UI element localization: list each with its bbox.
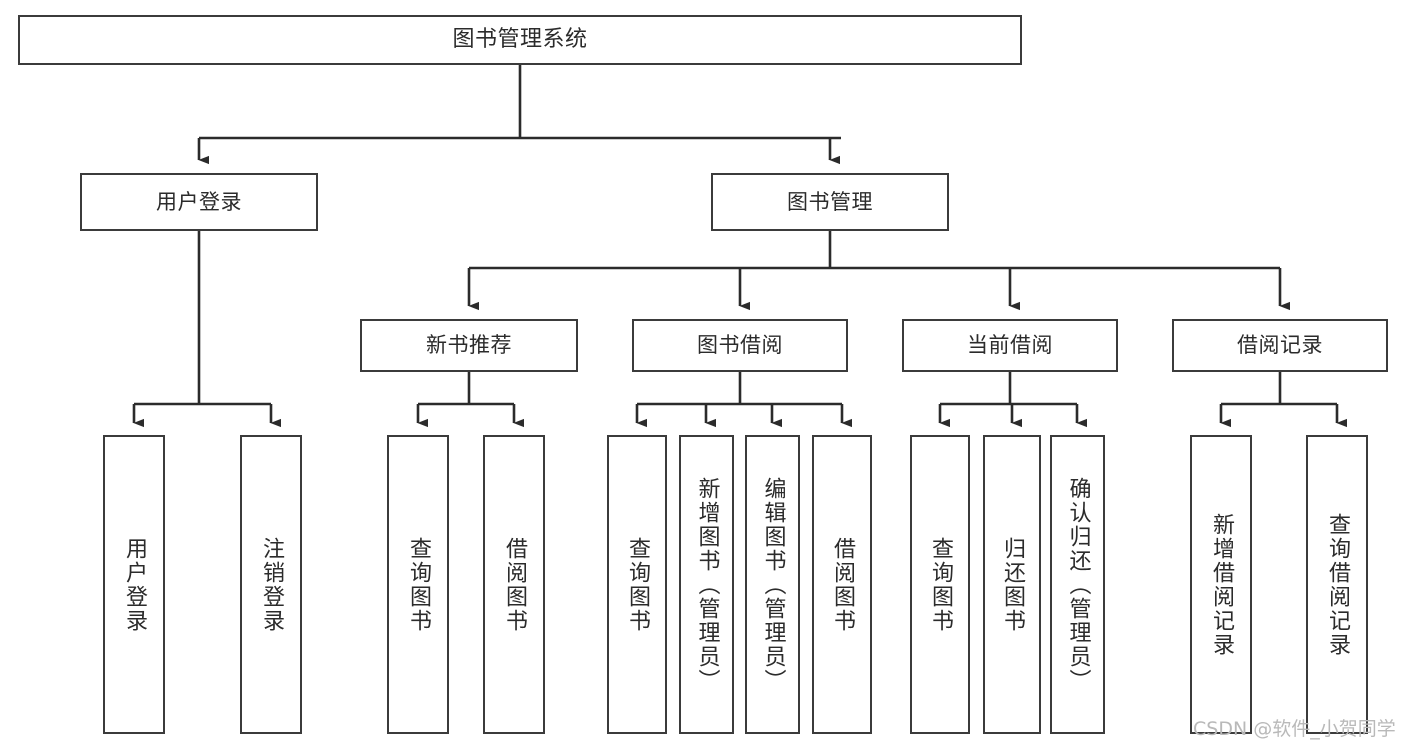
leaf-node[interactable]: 用户登录 <box>103 435 165 734</box>
edges-records-to-leaves <box>1219 372 1348 428</box>
node-book-borrow[interactable]: 图书借阅 <box>632 319 848 372</box>
edges-newbook-to-leaves <box>416 372 525 428</box>
leaf-node-label: 新增借阅记录 <box>1208 512 1234 657</box>
leaf-node-label: 编辑图书（管理员） <box>760 476 786 693</box>
leaf-node[interactable]: 查询图书 <box>607 435 667 734</box>
leaf-node[interactable]: 新增借阅记录 <box>1190 435 1252 734</box>
edges-user-login-to-leaves <box>132 231 282 428</box>
leaf-node[interactable]: 新增图书（管理员） <box>679 435 734 734</box>
node-user-login[interactable]: 用户登录 <box>80 173 318 231</box>
leaf-node-label: 归还图书 <box>999 536 1025 633</box>
node-root-label: 图书管理系统 <box>452 27 588 53</box>
edges-root-to-level2 <box>197 65 841 165</box>
leaf-node[interactable]: 编辑图书（管理员） <box>745 435 800 734</box>
node-book-borrow-label: 图书借阅 <box>697 333 783 358</box>
leaf-node-label: 用户登录 <box>121 536 147 633</box>
leaf-node-label: 借阅图书 <box>829 536 855 633</box>
node-current-borrow-label: 当前借阅 <box>967 333 1053 358</box>
node-book-management[interactable]: 图书管理 <box>711 173 949 231</box>
leaf-node-label: 查询借阅记录 <box>1324 512 1350 657</box>
edges-book-mgmt-to-level3 <box>467 231 1291 311</box>
edges-borrow-to-leaves <box>635 372 853 428</box>
leaf-node[interactable]: 确认归还（管理员） <box>1050 435 1105 734</box>
node-root[interactable]: 图书管理系统 <box>18 15 1022 65</box>
node-borrow-records[interactable]: 借阅记录 <box>1172 319 1388 372</box>
leaf-node-label: 查询图书 <box>405 536 431 633</box>
node-current-borrow[interactable]: 当前借阅 <box>902 319 1118 372</box>
leaf-node[interactable]: 注销登录 <box>240 435 302 734</box>
leaf-node[interactable]: 归还图书 <box>983 435 1041 734</box>
edges-current-to-leaves <box>938 372 1088 428</box>
leaf-node[interactable]: 查询图书 <box>910 435 970 734</box>
leaf-node[interactable]: 查询借阅记录 <box>1306 435 1368 734</box>
leaf-node[interactable]: 借阅图书 <box>483 435 545 734</box>
csdn-watermark: CSDN @软件_小贺同学 <box>1193 718 1396 740</box>
leaf-node-label: 确认归还（管理员） <box>1065 476 1091 693</box>
leaf-node[interactable]: 借阅图书 <box>812 435 872 734</box>
node-new-book-recommend-label: 新书推荐 <box>426 333 512 358</box>
leaf-node-label: 注销登录 <box>258 536 284 633</box>
node-user-login-label: 用户登录 <box>156 189 242 214</box>
leaf-node-label: 借阅图书 <box>501 536 527 633</box>
leaf-node-label: 查询图书 <box>927 536 953 633</box>
leaf-node-label: 查询图书 <box>624 536 650 633</box>
leaf-node-label: 新增图书（管理员） <box>694 476 720 693</box>
node-book-management-label: 图书管理 <box>787 189 873 214</box>
leaf-node[interactable]: 查询图书 <box>387 435 449 734</box>
node-borrow-records-label: 借阅记录 <box>1237 333 1323 358</box>
node-new-book-recommend[interactable]: 新书推荐 <box>360 319 578 372</box>
